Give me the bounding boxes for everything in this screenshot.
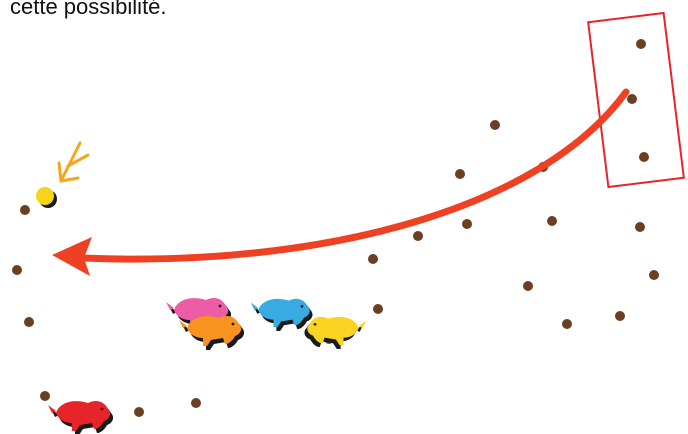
dot (455, 169, 465, 179)
dot (368, 254, 378, 264)
blue-animal-eye (300, 304, 304, 308)
dot (639, 152, 649, 162)
dot (615, 311, 625, 321)
selection-box (587, 11, 685, 189)
orange-animal-body (179, 316, 242, 346)
dot (490, 120, 500, 130)
arrowhead-icon (52, 237, 92, 276)
box-layer (587, 11, 685, 189)
ball-layer (36, 141, 90, 208)
arrow-layer (52, 88, 630, 276)
dot (523, 281, 533, 291)
red-animal-eye (100, 407, 104, 411)
dot (635, 222, 645, 232)
dot (40, 391, 50, 401)
arrow-icon (78, 88, 630, 263)
caption-text: cette possibilité. (10, 0, 167, 19)
red-animal-body (48, 401, 111, 431)
dot (134, 407, 144, 417)
orange-animal-eye (231, 322, 235, 326)
dot (636, 39, 646, 49)
dot (462, 219, 472, 229)
dot (627, 94, 637, 104)
pink-animal-eye (218, 304, 222, 308)
dot (191, 398, 201, 408)
dot (649, 270, 659, 280)
yellow-animal (304, 316, 367, 349)
dot (24, 317, 34, 327)
yellow-ball (36, 187, 54, 205)
dot (562, 319, 572, 329)
yellow-animal-body (307, 316, 367, 346)
blue-animal-body (250, 298, 310, 328)
dot (12, 265, 22, 275)
red-animal (48, 401, 114, 434)
spark-icon (57, 141, 90, 183)
dot (373, 304, 383, 314)
dot (20, 205, 30, 215)
animal-layer (48, 298, 367, 434)
dot (413, 231, 423, 241)
dot-layer (12, 39, 659, 425)
yellow-animal-eye (313, 322, 317, 326)
blue-animal (250, 298, 313, 331)
orange-animal (179, 316, 245, 350)
dot (547, 216, 557, 226)
